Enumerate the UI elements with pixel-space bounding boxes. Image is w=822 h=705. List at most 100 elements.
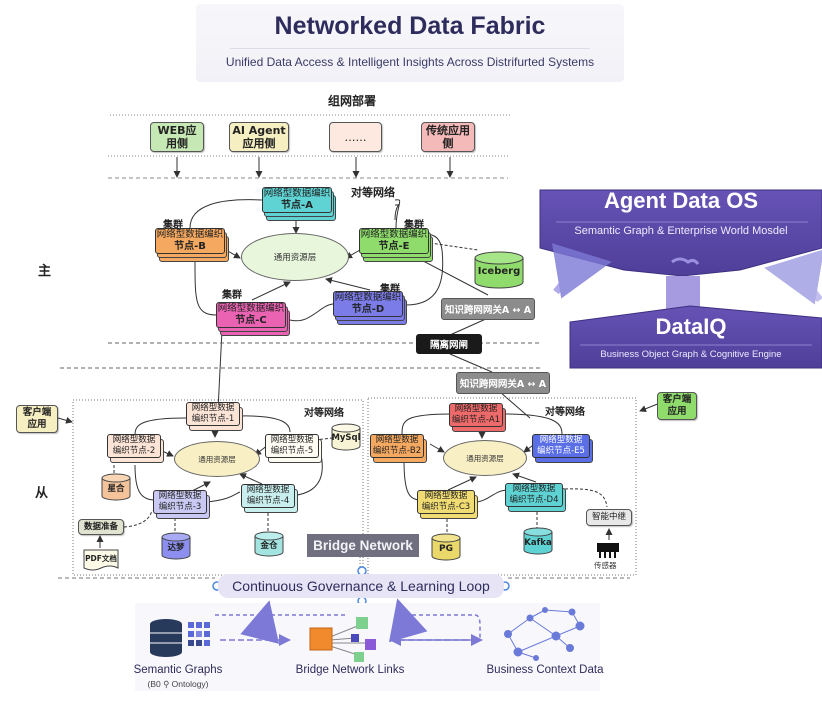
primary-cluster-connectors [189, 199, 531, 419]
dataiq-title: DataIQ [655, 314, 727, 339]
node-line2: 编织节点-E5 [537, 446, 585, 456]
node-3[interactable]: 网络型数据编织节点-3 [153, 490, 210, 520]
resource-layer-label: 通用资源层 [466, 453, 504, 463]
app-label-line1: AI Agent [232, 124, 286, 137]
sensor-icon [597, 543, 619, 558]
client-app-line2: 应用 [27, 419, 47, 430]
node-line2: 编织节点-A1 [451, 415, 501, 425]
node-line1: 网络型数据编织 [263, 188, 331, 199]
node-line2: 编织节点-5 [270, 446, 314, 456]
cluster-label-b: 集群 [163, 220, 183, 231]
knowledge-gateway-secondary[interactable]: 知识跨网网关A ↔ A [456, 372, 550, 394]
client-app-line1: 客户端 [662, 394, 692, 405]
isolation-gateway[interactable]: 隔离网闸 [416, 334, 482, 354]
agent-data-os-subtitle: Semantic Graph & Enterprise World Mosdel [574, 225, 788, 237]
node-c3[interactable]: 网络型数据编织节点-C3 [417, 490, 478, 520]
node-line2: 节点-E [378, 241, 410, 252]
zone-label-primary: 主 [38, 264, 52, 279]
node-b[interactable]: 网络型数据编织节点-B [155, 228, 229, 262]
node-line2: 编织节点-C3 [421, 502, 471, 512]
node-line1: 网络型数据编织 [156, 229, 224, 240]
resource-layer-left[interactable]: 通用资源层 [174, 441, 260, 477]
secondary-right-cylinders [431, 527, 553, 561]
bridge-network-links-icon [309, 617, 376, 662]
node-line1: 网络型数据编织 [360, 229, 428, 240]
dataiq-panel [569, 305, 822, 369]
node-2[interactable]: 网络型数据编织节点-2 [107, 434, 164, 464]
pdf-document-icon [83, 549, 119, 571]
node-d4[interactable]: 网络型数据编织节点-D4 [505, 483, 566, 513]
agent-data-os-panel [539, 189, 822, 312]
business-context-network-icon [504, 607, 585, 661]
node-line2: 节点-D [351, 304, 385, 315]
node-line1: 网络型数据 [454, 404, 498, 414]
governance-loop-bar[interactable]: Continuous Governance & Learning Loop [218, 574, 504, 598]
db-label-dameng: 达梦 [167, 543, 185, 553]
node-b2[interactable]: 网络型数据编织节点-B2 [370, 434, 427, 464]
client-app-line1: 客户端 [22, 407, 52, 418]
bridge-network-links-label: Bridge Network Links [295, 664, 405, 676]
node-a1[interactable]: 网络型数据编织节点-A1 [449, 403, 506, 433]
node-e[interactable]: 网络型数据编织节点-E [359, 228, 433, 262]
governance-loop-label: Continuous Governance & Learning Loop [232, 578, 490, 594]
resource-layer-right[interactable]: 通用资源层 [443, 440, 527, 476]
secondary-containers [72, 397, 637, 576]
node-line1: 网络型数据 [539, 435, 583, 445]
bridge-network-label: Bridge Network [307, 534, 419, 557]
deployment-title: 组网部署 [328, 94, 377, 108]
node-line2: 编织节点-1 [191, 414, 235, 424]
app-label-line1: …… [344, 130, 367, 144]
app-label-line2: 用侧 [165, 137, 188, 150]
semantic-graphs-label: Semantic Graphs [133, 664, 223, 676]
node-line2: 节点-C [235, 315, 267, 326]
data-prep-box[interactable]: 数据准备 [78, 519, 124, 535]
page-subtitle: Unified Data Access & Intelligent Insigh… [225, 55, 595, 69]
smart-relay-label: 智能中继 [591, 512, 626, 522]
iceberg-database-icon [474, 251, 524, 289]
node-c[interactable]: 网络型数据编织节点-C [216, 302, 290, 336]
resource-layer-primary[interactable]: 通用资源层 [241, 233, 349, 281]
app-label-line2: 侧 [442, 137, 454, 150]
smart-relay-box[interactable]: 智能中继 [586, 509, 632, 526]
peer-network-label-right: 对等网络 [545, 407, 585, 418]
sensor-label: 传感器 [594, 561, 617, 570]
db-label-kingbase: 金仓 [260, 541, 278, 551]
db-label-xinghe: 星合 [107, 484, 125, 494]
client-app-line2: 应用 [667, 406, 687, 417]
node-line1: 网络型数据 [158, 491, 202, 501]
node-e5[interactable]: 网络型数据编织节点-E5 [532, 434, 593, 464]
data-prep-label: 数据准备 [83, 521, 118, 532]
business-context-data-label: Business Context Data [486, 664, 604, 676]
app-label-line1: 传统应用 [426, 124, 470, 137]
db-label-mysql: MySql [331, 433, 361, 443]
semantic-graphs-sublabel: (B0 ⚲ Ontology) [147, 679, 209, 689]
app-box-web[interactable]: WEB应用侧 [150, 122, 204, 152]
node-line1: 网络型数据 [246, 485, 290, 495]
db-label-pg: PG [439, 544, 453, 554]
secondary-right-connectors [401, 402, 661, 540]
governance-divider-lines [58, 557, 630, 579]
pdf-doc-label: PDF文档 [85, 553, 117, 563]
node-1[interactable]: 网络型数据编织节点-1 [186, 402, 243, 432]
node-line1: 网络型数据 [375, 435, 419, 445]
node-d[interactable]: 网络型数据编织节点-D [333, 291, 407, 325]
zone-label-secondary: 从 [35, 486, 49, 501]
app-box-other[interactable]: …… [329, 122, 382, 152]
client-app-left[interactable]: 客户端应用 [16, 405, 58, 433]
app-label-line2: 应用侧 [242, 137, 276, 150]
app-box-legacy[interactable]: 传统应用侧 [421, 122, 475, 152]
node-line1: 网络型数据 [270, 435, 314, 445]
semantic-graphs-database-icon [150, 619, 210, 657]
node-line1: 网络型数据 [512, 484, 556, 494]
node-4[interactable]: 网络型数据编织节点-4 [241, 484, 298, 514]
node-a[interactable]: 网络型数据编织节点-A [262, 187, 336, 221]
node-5[interactable]: 网络型数据编织节点-5 [265, 434, 322, 464]
client-app-right[interactable]: 客户端应用 [657, 392, 697, 420]
header-band [196, 4, 624, 82]
resource-layer-label: 通用资源层 [273, 253, 317, 263]
knowledge-gateway-primary[interactable]: 知识跨网网关A ↔ A [441, 298, 535, 320]
secondary-left-cylinders [101, 423, 361, 560]
node-line2: 编织节点-2 [112, 446, 156, 456]
